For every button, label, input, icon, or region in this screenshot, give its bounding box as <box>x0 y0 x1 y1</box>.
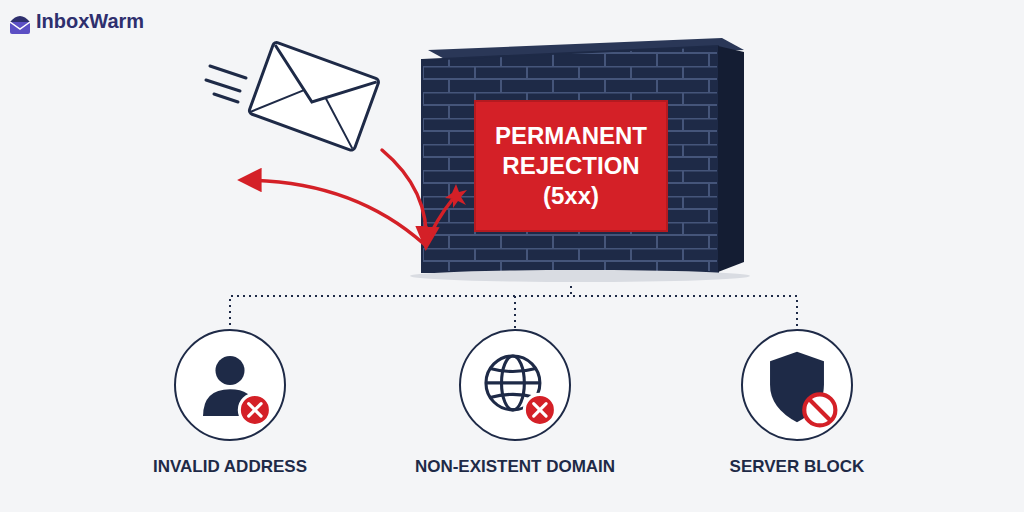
reason-icon <box>174 329 286 441</box>
brand-logo: InboxWarm <box>36 10 144 33</box>
reason-label: NON-EXISTENT DOMAIN <box>415 457 615 477</box>
icon-circle <box>459 329 571 441</box>
reason-circle: NON-EXISTENT DOMAIN <box>375 329 655 477</box>
reason-label: INVALID ADDRESS <box>153 457 307 477</box>
envelope-icon <box>248 41 379 151</box>
icon-circle <box>741 329 853 441</box>
logo-icon <box>10 16 30 34</box>
reason-circle: SERVER BLOCK <box>657 329 937 477</box>
reason-icon <box>741 329 853 441</box>
bounce-arrows <box>242 150 452 246</box>
icon-circle <box>174 329 286 441</box>
rejection-sign: PERMANENT REJECTION (5xx) <box>474 100 668 232</box>
reason-label: SERVER BLOCK <box>730 457 865 477</box>
reason-icon <box>459 329 571 441</box>
impact-burst <box>445 184 467 208</box>
speed-lines <box>206 66 246 102</box>
reason-circle: INVALID ADDRESS <box>90 329 370 477</box>
sign-text: PERMANENT REJECTION (5xx) <box>490 121 652 211</box>
brick-wall <box>410 38 750 282</box>
